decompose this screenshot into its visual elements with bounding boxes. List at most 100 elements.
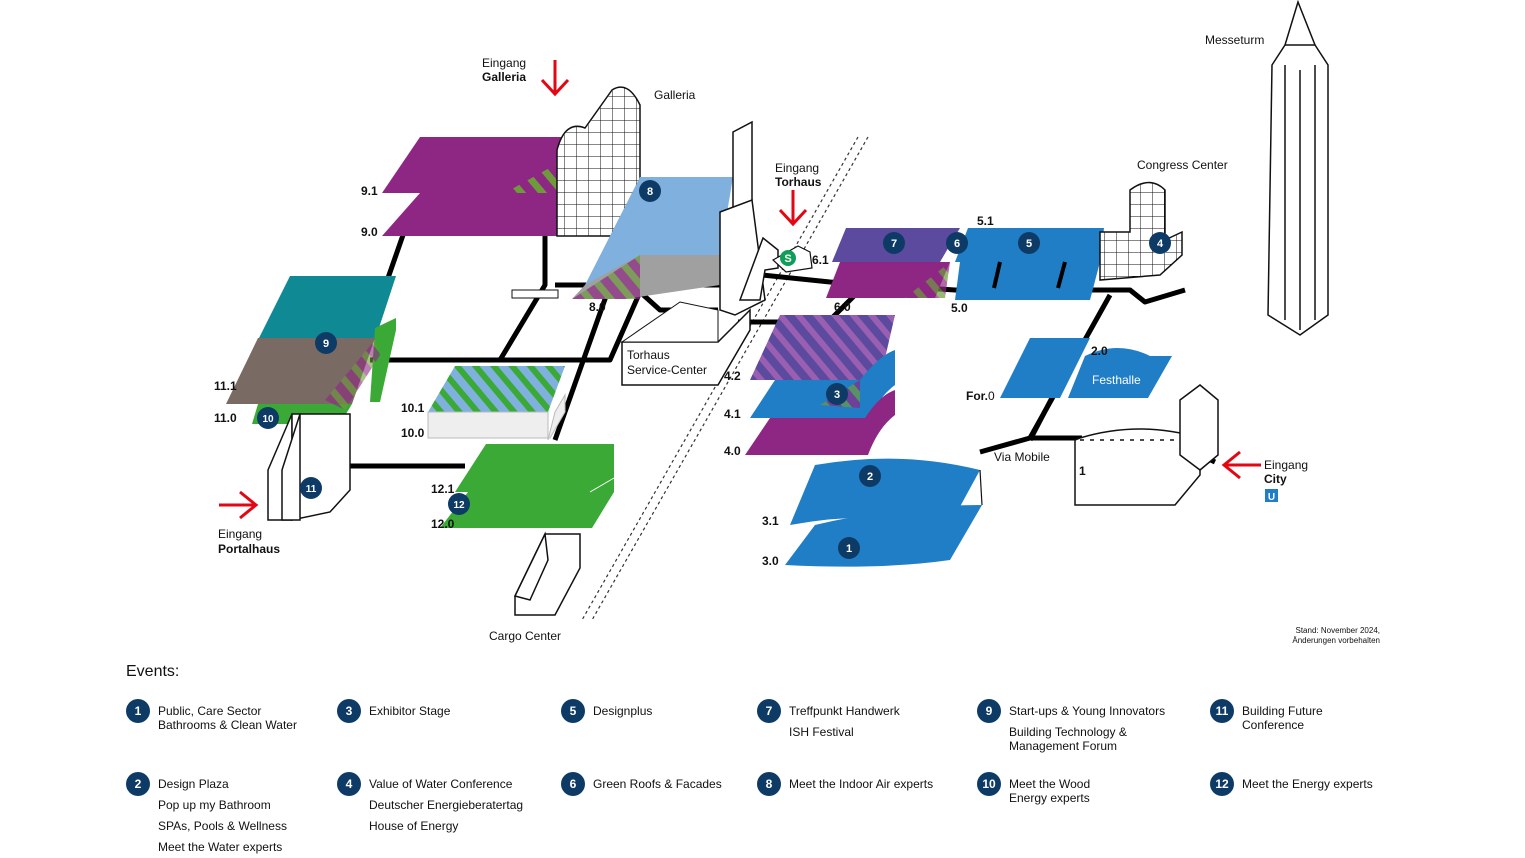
map-marker-5[interactable]: 5	[1018, 232, 1040, 254]
event-badge: 1	[126, 699, 150, 723]
entrance-arrow-city	[1221, 450, 1261, 480]
event-2[interactable]: 2 Design Plaza Pop up my Bathroom SPAs, …	[126, 772, 287, 854]
event-badge: 10	[977, 772, 1001, 796]
entrance-arrow-torhaus	[778, 190, 808, 227]
cargo-center-label: Cargo Center	[489, 629, 561, 643]
hall-8[interactable]	[511, 177, 733, 299]
event-8[interactable]: 8 Meet the Indoor Air experts	[757, 772, 934, 796]
cargo-center-building	[513, 531, 581, 616]
map-marker-11[interactable]: 11	[300, 477, 322, 499]
event-line: Start-ups & Young Innovators	[1009, 704, 1166, 718]
level-9-1: 9.1	[361, 184, 378, 198]
hall-4[interactable]	[745, 315, 895, 455]
map-marker-9[interactable]: 9	[315, 332, 337, 354]
entrance-galleria-name: Galleria	[482, 70, 526, 84]
hall-3[interactable]	[785, 458, 983, 567]
event-4[interactable]: 4 Value of Water Conference Deutscher En…	[337, 772, 524, 833]
event-line: Design Plaza	[158, 777, 229, 791]
forum-building[interactable]	[1000, 338, 1090, 398]
festhalle-building[interactable]	[1068, 348, 1172, 398]
event-1[interactable]: 1 Public, Care Sector Bathrooms & Clean …	[126, 699, 297, 732]
event-11[interactable]: 11 Building Future Conference	[1210, 699, 1323, 732]
level-4-1: 4.1	[724, 407, 741, 421]
event-badge: 11	[1210, 699, 1234, 723]
level-2-0: 2.0	[1091, 344, 1108, 358]
entrance-arrow-portalhaus	[219, 490, 259, 520]
event-7[interactable]: 7 Treffpunkt Handwerk ISH Festival	[757, 699, 900, 739]
event-line: Energy experts	[1009, 791, 1090, 805]
messeturm-building	[1267, 0, 1329, 336]
event-badge: 12	[1210, 772, 1234, 796]
event-line: Meet the Indoor Air experts	[789, 777, 934, 791]
map-marker-10[interactable]: 10	[257, 407, 279, 429]
level-8-0: 8.0	[589, 300, 606, 314]
map-marker-1[interactable]: 1	[838, 537, 860, 559]
event-badge: 2	[126, 772, 150, 796]
event-badge: 5	[561, 699, 585, 723]
via-mobile-label: Via Mobile	[994, 450, 1050, 464]
map-marker-12[interactable]: 12	[448, 493, 470, 515]
event-badge: 4	[337, 772, 361, 796]
congress-center-building	[1099, 181, 1183, 281]
event-3[interactable]: 3 Exhibitor Stage	[337, 699, 450, 723]
festhalle-label: Festhalle	[1092, 373, 1141, 387]
map-marker-2[interactable]: 2	[859, 465, 881, 487]
event-line: Deutscher Energieberatertag	[369, 798, 524, 812]
svg-text:9: 9	[323, 338, 329, 350]
svg-text:6: 6	[954, 238, 960, 250]
svg-text:11: 11	[306, 484, 317, 495]
level-5-1: 5.1	[977, 214, 994, 228]
hall-9[interactable]	[382, 137, 565, 236]
event-line: Building Future	[1242, 704, 1323, 718]
entrance-torhaus-name: Torhaus	[775, 175, 822, 189]
svg-text:2: 2	[867, 471, 873, 483]
level-3-1: 3.1	[762, 514, 779, 528]
entrance-galleria-label: Eingang	[482, 56, 526, 70]
event-badge: 9	[977, 699, 1001, 723]
portalhaus-building	[267, 413, 351, 521]
entrance-city-name: City	[1264, 472, 1287, 486]
fairground-map: S	[214, 0, 1329, 643]
level-1: 1	[1079, 464, 1086, 478]
event-line: Treffpunkt Handwerk	[789, 704, 900, 718]
svg-text:8: 8	[647, 186, 653, 198]
messeturm-label: Messeturm	[1205, 33, 1264, 47]
event-badge: 8	[757, 772, 781, 796]
event-5[interactable]: 5 Designplus	[561, 699, 653, 723]
svg-text:1: 1	[846, 543, 852, 555]
hall-10[interactable]	[427, 366, 566, 441]
entrance-arrow-galleria	[540, 60, 570, 97]
event-line: Building Technology &	[1009, 725, 1127, 739]
entrance-portalhaus-name: Portalhaus	[218, 542, 280, 556]
map-marker-6[interactable]: 6	[946, 232, 968, 254]
events-title: Events:	[126, 663, 180, 680]
svg-text:5: 5	[1026, 238, 1032, 250]
map-marker-3[interactable]: 3	[826, 383, 848, 405]
event-12[interactable]: 12 Meet the Energy experts	[1210, 772, 1373, 796]
event-9[interactable]: 9 Start-ups & Young Innovators Building …	[977, 699, 1166, 753]
event-line: Designplus	[593, 704, 653, 718]
galleria-building	[556, 86, 641, 237]
hall-12[interactable]	[440, 444, 615, 528]
level-3-0: 3.0	[762, 554, 779, 568]
map-marker-8[interactable]: 8	[639, 180, 661, 202]
stamp-line-2: Änderungen vorbehalten	[1292, 636, 1380, 645]
event-6[interactable]: 6 Green Roofs & Facades	[561, 772, 722, 796]
sbahn-symbol: S	[784, 253, 791, 265]
map-marker-7[interactable]: 7	[883, 232, 905, 254]
svg-text:10: 10	[262, 414, 274, 425]
level-11-0: 11.0	[214, 411, 237, 425]
event-line: Conference	[1242, 718, 1305, 732]
event-10[interactable]: 10 Meet the Wood Energy experts	[977, 772, 1090, 805]
svg-text:7: 7	[891, 238, 897, 250]
stamp-line-1: Stand: November 2024,	[1295, 626, 1381, 635]
hall-11[interactable]	[226, 276, 396, 424]
sbahn-icon	[780, 250, 796, 266]
revision-stamp: Stand: November 2024, Änderungen vorbeha…	[1240, 626, 1380, 646]
level-6-0: 6.0	[834, 300, 851, 314]
event-line: House of Energy	[369, 819, 459, 833]
level-forum: For.0	[966, 389, 995, 403]
congress-center-label: Congress Center	[1137, 158, 1228, 172]
event-line: Management Forum	[1009, 739, 1118, 753]
map-marker-4[interactable]: 4	[1149, 232, 1171, 254]
